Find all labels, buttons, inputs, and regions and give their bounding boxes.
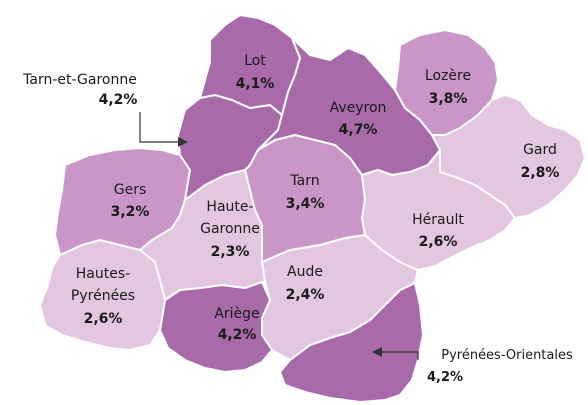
- label-aude-name: Aude: [287, 264, 323, 280]
- arrow-tarn-et-garonne: [139, 112, 178, 143]
- label-haute-garonne-value: 2,3%: [211, 244, 250, 260]
- label-pyrenees-orientales-value: 4,2%: [427, 370, 463, 385]
- label-lot-value: 4,1%: [236, 76, 275, 92]
- label-tarn-value: 3,4%: [286, 196, 325, 212]
- label-tarn-name: Tarn: [289, 173, 319, 189]
- region-gers[interactable]: [54, 147, 191, 256]
- label-haute-garonne-name-1: Haute-: [206, 199, 253, 215]
- label-hautes-pyrenees-name-2: Pyrénées: [71, 288, 135, 304]
- label-haute-garonne-name-2: Garonne: [200, 221, 260, 237]
- label-lozere-value: 3,8%: [429, 91, 468, 107]
- label-lozere-name: Lozère: [425, 68, 471, 84]
- region-herault[interactable]: [361, 149, 516, 271]
- label-ariege-value: 4,2%: [218, 327, 257, 343]
- label-aude-value: 2,4%: [286, 287, 325, 303]
- arrow-pyrenees-orientales: [382, 351, 419, 360]
- label-ariege-name: Ariège: [214, 306, 259, 322]
- label-aveyron-value: 4,7%: [339, 122, 378, 138]
- label-tarn-et-garonne-value: 4,2%: [99, 92, 138, 108]
- arrowhead-tarn-et-garonne: [178, 137, 188, 147]
- region-gard[interactable]: [431, 94, 586, 219]
- label-hautes-pyrenees-name-1: Hautes-: [76, 266, 130, 282]
- label-herault-name: Hérault: [412, 212, 464, 228]
- label-aveyron-name: Aveyron: [330, 100, 387, 116]
- label-hautes-pyrenees-value: 2,6%: [84, 311, 123, 327]
- arrowhead-pyrenees-orientales: [372, 347, 382, 357]
- label-gers-value: 3,2%: [111, 204, 150, 220]
- label-tarn-et-garonne-name: Tarn-et-Garonne: [22, 72, 137, 88]
- label-gers-name: Gers: [114, 182, 147, 198]
- label-gard-name: Gard: [523, 142, 557, 158]
- label-pyrenees-orientales-name: Pyrénées-Orientales: [441, 348, 573, 363]
- label-gard-value: 2,8%: [521, 165, 560, 181]
- label-herault-value: 2,6%: [419, 234, 458, 250]
- label-lot-name: Lot: [244, 53, 266, 69]
